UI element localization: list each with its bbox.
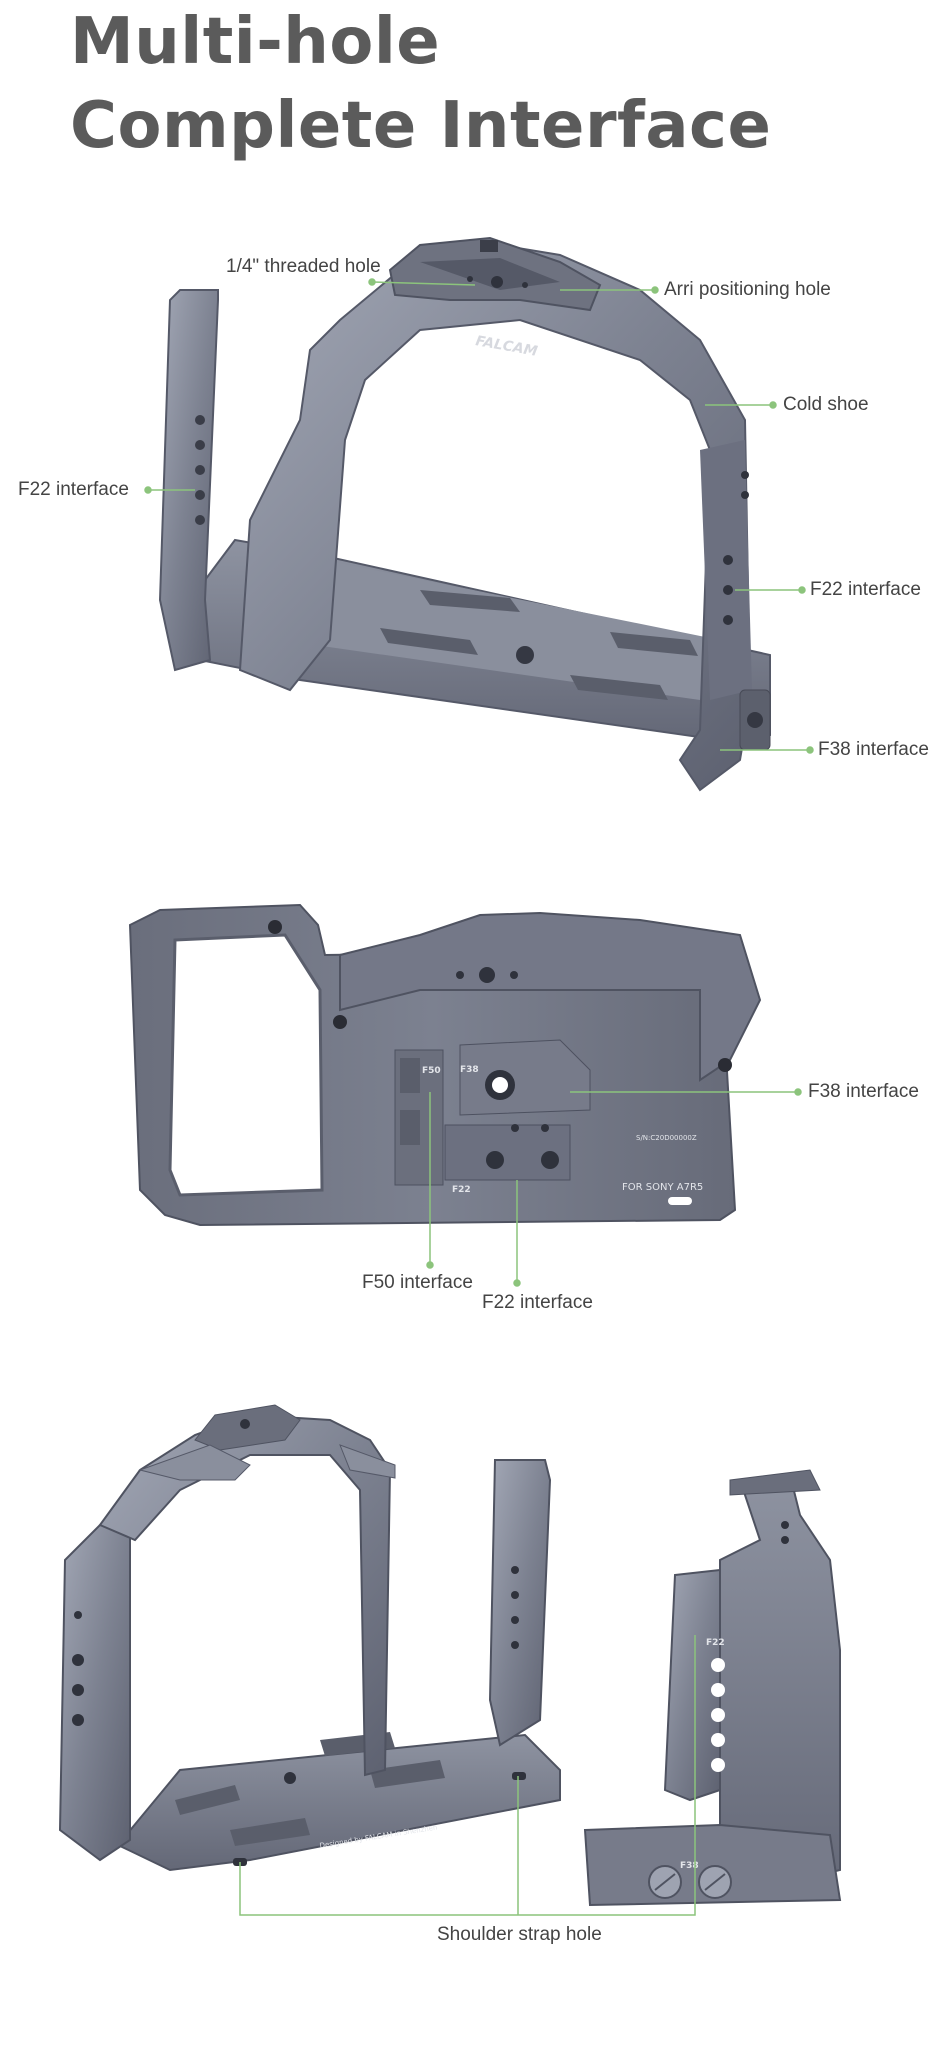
label-f50: F50 interface (362, 1272, 473, 1293)
leaders-section-2 (426, 1088, 802, 1287)
label-arri-hole: Arri positioning hole (664, 279, 831, 300)
engraved-f22: F22 (452, 1185, 471, 1195)
label-f38-section1: F38 interface (818, 739, 929, 760)
cage-bottom-view: F50 F38 F22 S/N:C20D00000Z FOR SONY A7R5 (128, 903, 762, 1227)
engraved-f38: F38 (460, 1065, 479, 1075)
engraved-side-f38: F38 (680, 1861, 699, 1871)
cage-side-view: F22 F38 (583, 1469, 842, 1907)
cage-rear-view: Designed by FALCAM in Shenzhen (58, 1404, 561, 1872)
title-line-2: Complete Interface (70, 89, 772, 163)
label-f22-right: F22 interface (810, 579, 921, 600)
page-title: Multi-hole Complete Interface (70, 0, 771, 168)
title-line-1: Multi-hole (70, 5, 441, 79)
label-shoulder-strap-hole: Shoulder strap hole (437, 1924, 602, 1945)
leaders-section-1 (144, 278, 814, 754)
label-cold-shoe: Cold shoe (783, 394, 869, 415)
label-threaded-hole: 1/4" threaded hole (226, 256, 381, 277)
engraved-f50: F50 (422, 1066, 441, 1076)
label-f22-left: F22 interface (18, 479, 129, 500)
leaders-section-3 (239, 1635, 696, 1916)
engraved-brand: FALCAM (474, 333, 538, 360)
cage-front-view: FALCAM (158, 236, 771, 792)
engraved-side-f22: F22 (706, 1638, 725, 1648)
label-f22-section2: F22 interface (482, 1292, 593, 1313)
engraved-serial: S/N:C20D00000Z (636, 1134, 697, 1142)
label-f38-section2: F38 interface (808, 1081, 919, 1102)
engraved-model: FOR SONY A7R5 (622, 1182, 703, 1193)
